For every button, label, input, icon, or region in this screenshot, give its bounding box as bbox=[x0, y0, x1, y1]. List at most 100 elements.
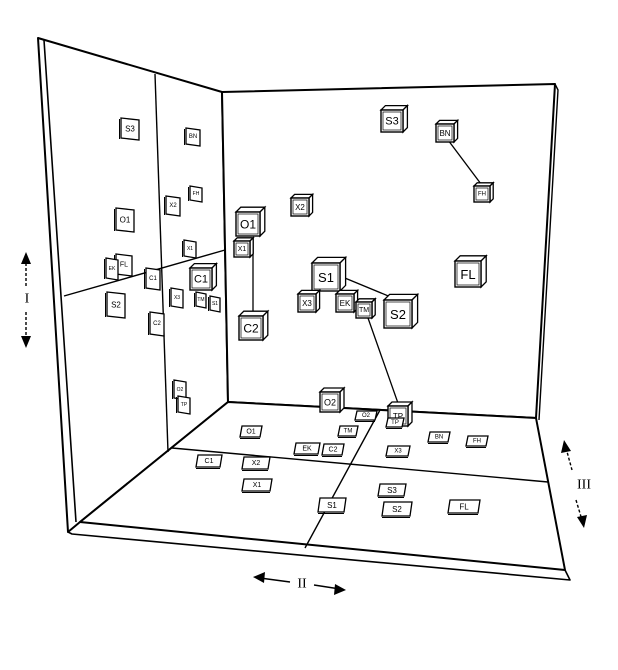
back-wall-edge bbox=[538, 83, 559, 421]
tag-frame bbox=[177, 395, 191, 415]
axis-iii: III bbox=[561, 440, 591, 528]
back-wall bbox=[221, 83, 556, 419]
cube-x3: X3 bbox=[296, 288, 322, 314]
floor-divider-2 bbox=[304, 409, 381, 549]
cube-label: O1 bbox=[240, 218, 256, 232]
axis-ii-arrow-left bbox=[253, 572, 265, 583]
floor-tag-s1: S1 bbox=[317, 497, 347, 514]
floor-tag-ek: EK bbox=[293, 442, 321, 456]
cube-front-face bbox=[335, 293, 355, 313]
tag-label: TM bbox=[344, 429, 353, 435]
tag-frame bbox=[165, 195, 181, 217]
tag-label: C1 bbox=[205, 458, 214, 465]
axis-iii-arrow-down bbox=[577, 515, 587, 528]
cube-label: TP bbox=[393, 412, 403, 421]
cube-fh: FH bbox=[472, 181, 495, 204]
floor-tag-o2: O2 bbox=[354, 410, 378, 422]
cube-inner-border bbox=[337, 295, 353, 311]
cube-front-face bbox=[355, 301, 373, 319]
cube-front-face bbox=[380, 109, 404, 133]
left-wall-tag-x3: X3 bbox=[169, 287, 184, 309]
tag-frame bbox=[106, 291, 126, 319]
left-wall-edge bbox=[37, 37, 571, 581]
floor-tag-fl: FL bbox=[447, 499, 481, 515]
cube-label: S2 bbox=[390, 307, 406, 322]
cube-front-face bbox=[311, 262, 341, 292]
cube-c1: C1 bbox=[188, 262, 218, 292]
axis-iii-label: III bbox=[577, 478, 591, 493]
tag-label: O1 bbox=[120, 216, 131, 225]
tag-label: S2 bbox=[392, 505, 402, 514]
left-wall-tag-s3: S3 bbox=[119, 117, 140, 141]
tag-frame bbox=[241, 478, 273, 492]
axis-ii-label: II bbox=[297, 577, 307, 592]
left-wall-tag-c1: C1 bbox=[144, 267, 161, 291]
cube-inner-border bbox=[313, 264, 339, 290]
cube-inner-border bbox=[437, 125, 453, 141]
cube-label: S1 bbox=[318, 270, 334, 285]
left-wall-tag-x2: X2 bbox=[164, 195, 181, 217]
tag-label: X2 bbox=[252, 460, 261, 467]
tag-label: TP bbox=[181, 402, 188, 408]
cube-front-face bbox=[383, 299, 413, 329]
cube-front-face bbox=[319, 391, 341, 413]
left-wall-vertical-divider bbox=[154, 73, 169, 453]
cube-label: X1 bbox=[238, 246, 247, 253]
cube-c2: C2 bbox=[237, 309, 270, 342]
tag-frame bbox=[195, 291, 207, 309]
left-wall-tag-s2: S2 bbox=[105, 291, 126, 319]
cube-x1: X1 bbox=[232, 236, 255, 259]
tag-label: C2 bbox=[153, 321, 161, 327]
left-wall-tag-c2: C2 bbox=[148, 311, 165, 337]
floor-tag-fh: FH bbox=[465, 435, 489, 448]
cube-front-face bbox=[435, 123, 455, 143]
tag-frame bbox=[105, 257, 119, 281]
cube-inner-border bbox=[235, 242, 249, 256]
floor-tag-bn: BN bbox=[427, 431, 451, 444]
cube-x2: X2 bbox=[289, 192, 315, 218]
cube-label: C2 bbox=[243, 322, 259, 336]
tag-frame bbox=[115, 207, 135, 233]
cube-bn: BN bbox=[434, 118, 460, 144]
cube-front-face bbox=[454, 260, 482, 288]
tag-label: C1 bbox=[149, 276, 157, 282]
cube-inner-border bbox=[237, 213, 259, 235]
cube-inner-border bbox=[357, 303, 371, 317]
tag-label: O2 bbox=[177, 387, 184, 393]
cube-label: EK bbox=[340, 299, 351, 308]
cube-inner-border bbox=[240, 317, 262, 339]
tag-label: O2 bbox=[362, 413, 371, 419]
tag-label: C2 bbox=[329, 447, 338, 454]
cube-label: O2 bbox=[324, 398, 336, 408]
axis-ii: II bbox=[253, 572, 346, 595]
axis-ii-arrow-right bbox=[334, 584, 346, 595]
cube-label: X3 bbox=[302, 299, 312, 308]
cube-label: FL bbox=[460, 267, 475, 282]
connection-bn-fh bbox=[447, 139, 485, 189]
tag-frame bbox=[195, 454, 223, 468]
cube-inner-border bbox=[299, 295, 315, 311]
tag-frame bbox=[447, 499, 481, 514]
axis-i-label: I bbox=[25, 292, 30, 307]
axis-ii-line-left bbox=[259, 577, 291, 583]
tag-label: X1 bbox=[253, 482, 262, 489]
axis-iii-arrow-up bbox=[561, 440, 571, 453]
cube-label: BN bbox=[439, 129, 450, 138]
tag-label: S2 bbox=[111, 301, 121, 310]
tag-frame bbox=[145, 267, 161, 291]
cube-front-face bbox=[235, 211, 261, 237]
left-wall-tag-bn: BN bbox=[184, 127, 201, 147]
cube-inner-border bbox=[321, 393, 339, 411]
cube-s2: S2 bbox=[382, 292, 420, 330]
cube-front-face bbox=[238, 315, 264, 341]
cube-front-face bbox=[290, 197, 310, 217]
tag-label: S3 bbox=[125, 125, 135, 134]
tag-frame bbox=[377, 483, 407, 497]
cube-label: FH bbox=[478, 192, 486, 198]
cube-inner-border bbox=[385, 301, 411, 327]
cube-s1: S1 bbox=[310, 255, 348, 293]
floor-tag-x3: X3 bbox=[385, 445, 411, 458]
